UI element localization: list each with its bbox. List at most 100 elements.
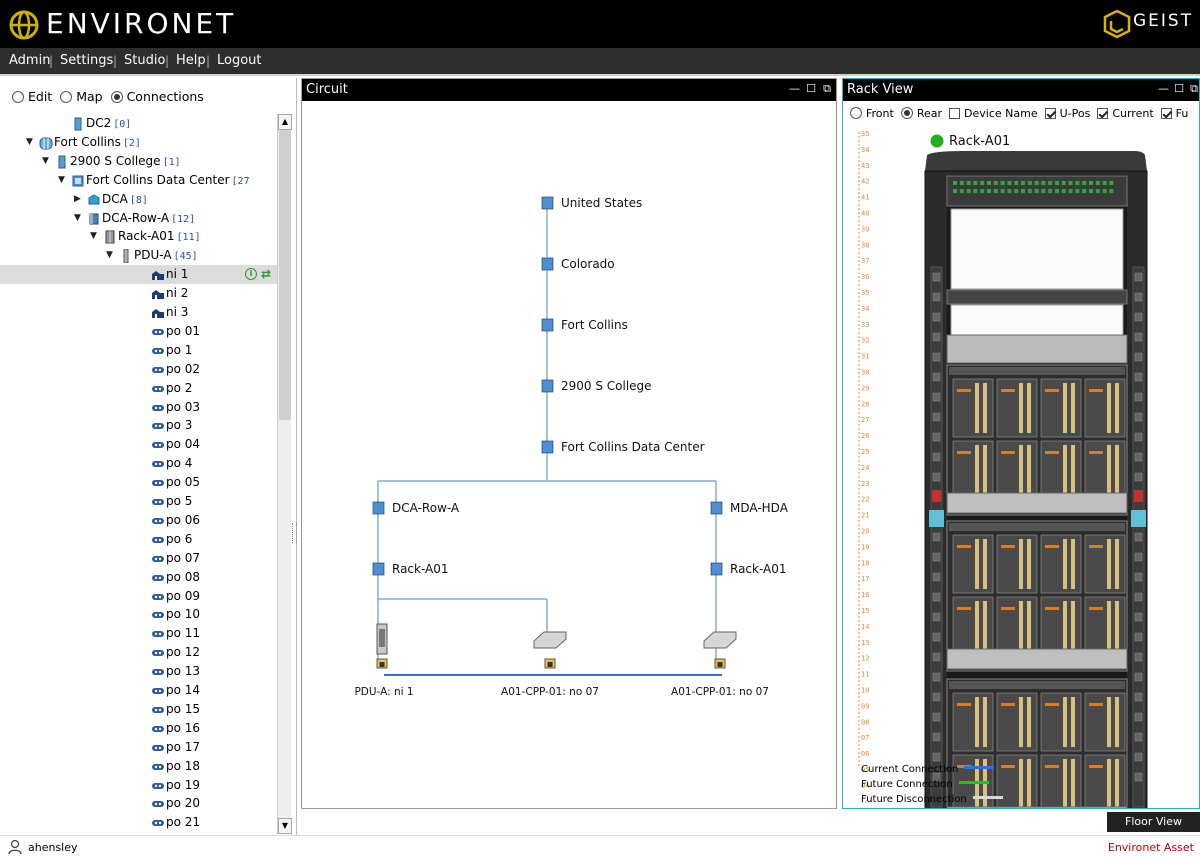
tree-node[interactable]: po 5 [0, 492, 277, 511]
tree-node[interactable]: po 09 [0, 587, 277, 606]
tree-node[interactable]: po 17 [0, 738, 277, 757]
scroll-thumb[interactable] [279, 130, 291, 420]
circuit-node[interactable]: Fort Collins Data Center [541, 440, 705, 454]
radio-icon[interactable] [850, 107, 862, 119]
tree-node[interactable]: po 12 [0, 643, 277, 662]
panel-splitter[interactable] [292, 523, 297, 543]
circuit-node[interactable]: Colorado [541, 257, 615, 271]
patch-panel-icon[interactable] [703, 631, 737, 669]
pdu-strip[interactable] [929, 266, 944, 808]
floor-view-button[interactable]: Floor View [1107, 812, 1200, 832]
tree-node[interactable]: po 01 [0, 322, 277, 341]
tree-node[interactable]: po 15 [0, 700, 277, 719]
circuit-node[interactable]: 2900 S College [541, 379, 652, 393]
tree-scrollbar[interactable]: ▲ ▼ [277, 114, 292, 834]
circuit-node[interactable]: MDA-HDA [710, 501, 789, 515]
checkbox-icon[interactable] [1097, 108, 1109, 119]
tree-node[interactable]: po 6 [0, 530, 277, 549]
outlet-icon [151, 816, 164, 829]
circuit-node[interactable]: Fort Collins [541, 318, 628, 332]
radio-icon[interactable] [60, 91, 73, 103]
scroll-down-icon[interactable]: ▼ [278, 818, 292, 834]
blade-chassis[interactable] [946, 364, 1128, 516]
tree-node[interactable]: ▼2900 S College[1] [0, 152, 277, 171]
tree-node[interactable]: po 3 [0, 416, 277, 435]
tree-node[interactable]: ▶DCA[8] [0, 190, 277, 209]
patch-panel-icon[interactable] [533, 631, 567, 669]
tree-node[interactable]: po 21 [0, 813, 277, 832]
tree-node[interactable]: po 06 [0, 511, 277, 530]
tree-node[interactable]: ▼DCA-Row-A[12] [0, 209, 277, 228]
mode-edit[interactable]: Edit [12, 89, 52, 104]
rack-option-front[interactable]: Front [850, 107, 894, 120]
menu-settings[interactable]: Settings [60, 53, 114, 68]
circuit-node[interactable]: DCA-Row-A [372, 501, 460, 515]
restore-icon[interactable]: ⧉ [823, 82, 831, 95]
collapse-arrow-icon[interactable]: ▼ [90, 231, 97, 242]
circuit-node[interactable]: United States [541, 196, 642, 210]
info-icon[interactable]: i [245, 268, 257, 281]
checkbox-icon[interactable] [949, 108, 961, 119]
radio-selected-icon[interactable] [110, 91, 123, 103]
menu-studio[interactable]: Studio [124, 53, 166, 68]
rack-option-rear[interactable]: Rear [900, 107, 942, 120]
collapse-arrow-icon[interactable]: ▼ [42, 155, 49, 166]
blade-chassis[interactable] [946, 520, 1128, 672]
rack-option-u-pos[interactable]: U-Pos [1044, 107, 1090, 120]
pdu-device-icon[interactable] [376, 623, 388, 669]
menu-help[interactable]: Help [176, 53, 206, 68]
tree-node[interactable]: po 03 [0, 398, 277, 417]
collapse-arrow-icon[interactable]: ▼ [26, 136, 33, 147]
tree-node[interactable]: po 1 [0, 341, 277, 360]
tree-node[interactable]: po 13 [0, 662, 277, 681]
tree-node[interactable]: po 16 [0, 719, 277, 738]
tree-node[interactable]: DC2[0] [0, 114, 277, 133]
checkbox-icon[interactable] [1044, 108, 1056, 119]
pdu-strip[interactable] [1131, 266, 1146, 808]
tree-node[interactable]: ▼Fort Collins Data Center[27 [0, 171, 277, 190]
minimize-icon[interactable]: — [789, 82, 800, 95]
tree-node[interactable]: ▼PDU-A[45] [0, 246, 277, 265]
circuit-node[interactable]: Rack-A01 [710, 562, 787, 576]
tree-node[interactable]: po 07 [0, 549, 277, 568]
tree-node[interactable]: ni 2 [0, 284, 277, 303]
maximize-icon[interactable]: ☐ [806, 82, 816, 95]
maximize-icon[interactable]: ☐ [1174, 82, 1184, 95]
restore-icon[interactable]: ⧉ [1190, 82, 1198, 95]
collapse-arrow-icon[interactable]: ▼ [58, 174, 65, 185]
menu-logout[interactable]: Logout [217, 53, 262, 68]
blade-chassis[interactable] [946, 678, 1128, 809]
tree-node[interactable]: po 05 [0, 473, 277, 492]
tree-node[interactable]: po 04 [0, 435, 277, 454]
tree-node[interactable]: ni 3 [0, 303, 277, 322]
circuit-node[interactable]: Rack-A01 [372, 562, 449, 576]
tree-node[interactable]: po 18 [0, 757, 277, 776]
radio-icon[interactable] [900, 107, 913, 119]
tree-node[interactable]: po 10 [0, 605, 277, 624]
refresh-icon[interactable]: ⇄ [261, 267, 272, 282]
tree-node[interactable]: ▼Fort Collins[2] [0, 133, 277, 152]
rack-option-fu[interactable]: Fu [1160, 107, 1188, 120]
rack-option-device-name[interactable]: Device Name [949, 107, 1038, 120]
mode-connections[interactable]: Connections [110, 89, 204, 104]
mode-map[interactable]: Map [60, 89, 103, 104]
radio-icon[interactable] [12, 91, 24, 103]
tree-node[interactable]: po 14 [0, 681, 277, 700]
tree-node[interactable]: po 19 [0, 776, 277, 795]
minimize-icon[interactable]: — [1158, 82, 1169, 95]
tree-node[interactable]: po 11 [0, 624, 277, 643]
tree-node[interactable]: po 4 [0, 454, 277, 473]
rack-option-current[interactable]: Current [1097, 107, 1154, 120]
tree-node[interactable]: po 08 [0, 568, 277, 587]
tree-node[interactable]: po 20 [0, 794, 277, 813]
tree-node[interactable]: po 02 [0, 360, 277, 379]
tree-node[interactable]: po 2 [0, 379, 277, 398]
menu-admin[interactable]: Admin [9, 53, 51, 68]
collapse-arrow-icon[interactable]: ▼ [106, 250, 113, 261]
scroll-up-icon[interactable]: ▲ [278, 114, 292, 130]
tree-node[interactable]: ▼Rack-A01[11] [0, 227, 277, 246]
collapse-arrow-icon[interactable]: ▼ [74, 212, 81, 223]
checkbox-icon[interactable] [1160, 108, 1172, 119]
expand-arrow-icon[interactable]: ▶ [74, 193, 81, 204]
